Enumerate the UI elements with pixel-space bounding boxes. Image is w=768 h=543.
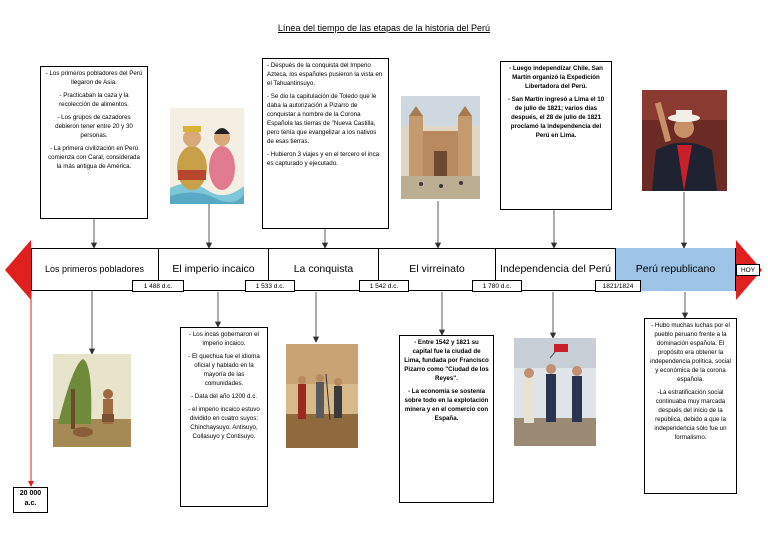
info-point: - Los grupos de cazadores debieron tener… xyxy=(55,113,133,139)
info-point: - Se dio la capitulación de Toledo que l… xyxy=(267,92,377,145)
info-point: - Luego independizar Chile, San Martín o… xyxy=(509,65,603,90)
info-point: - La economía se sostenía sobre todo en … xyxy=(404,387,489,422)
info-point: - El quechua fue el idioma oficial y hab… xyxy=(188,352,260,387)
info-point: - Después de la conquista del Imperio Az… xyxy=(267,62,383,87)
left-arrow-shape xyxy=(5,240,45,300)
info-point: - Los primeros pobladores del Perú llega… xyxy=(45,70,143,86)
page-title: Línea del tiempo de las etapas de la his… xyxy=(277,23,491,33)
date-label: 1 542 d.c. xyxy=(359,280,409,292)
info-point: - Data del año 1200 d.c. xyxy=(190,392,258,400)
republicano-info-box: - Hubo muchas luchas por el pueblo perua… xyxy=(644,318,737,494)
info-point: - San Martín ingresó a Lima el 10 de jul… xyxy=(507,95,605,139)
stage-independencia: Independencia del Perú xyxy=(496,248,616,291)
info-point: - Entre 1542 y 1821 su capital fue la ci… xyxy=(404,339,489,382)
pobladores-info-box: - Los primeros pobladores del Perú llega… xyxy=(40,66,148,219)
lima-cathedral-illustration xyxy=(401,96,480,199)
incaico-info-box: - Los incas gobernaron el imperio incaic… xyxy=(180,327,268,507)
independencia-info-box: - Luego independizar Chile, San Martín o… xyxy=(500,61,612,210)
start-date-box: 20 000 a.c. xyxy=(13,487,48,513)
info-point: -La estratificación social continuaba mu… xyxy=(654,388,727,441)
stage-conquista: La conquista xyxy=(269,248,379,291)
date-label: 1 533 d.c. xyxy=(245,280,295,292)
info-point: - La primera civilización en Perú comien… xyxy=(48,144,140,170)
date-label: 1821/1824 xyxy=(595,280,641,292)
independence-proclamation-illustration xyxy=(514,338,596,446)
start-date-line1: 20 000 xyxy=(19,490,42,497)
info-point: - Los incas gobernaron el imperio incaic… xyxy=(189,331,259,347)
info-point: - Hubieron 3 viajes y en el tercero el i… xyxy=(267,150,380,167)
stage-imperio-incaico: El imperio incaico xyxy=(159,248,269,291)
stage-primeros-pobladores: Los primeros pobladores xyxy=(31,248,159,291)
info-point: - el imperio incaico estuvo dividido en … xyxy=(188,405,260,440)
date-label: 1 780 d.c. xyxy=(472,280,522,292)
info-point: - Practicaban la caza y la recolección d… xyxy=(59,91,129,108)
first-settlers-illustration xyxy=(53,354,131,447)
conquest-illustration xyxy=(286,344,358,448)
virreinato-info-box: - Entre 1542 y 1821 su capital fue la ci… xyxy=(399,335,494,503)
inca-royals-illustration xyxy=(170,108,244,204)
president-photo xyxy=(642,90,727,191)
start-date-line2: a.c. xyxy=(24,499,37,507)
today-label: HOY xyxy=(736,264,760,276)
stage-virreinato: El virreinato xyxy=(379,248,496,291)
info-point: - Hubo muchas luchas por el pueblo perua… xyxy=(650,322,731,383)
date-label: 1 488 d.c. xyxy=(132,280,184,292)
conquista-info-box: - Después de la conquista del Imperio Az… xyxy=(262,58,389,229)
